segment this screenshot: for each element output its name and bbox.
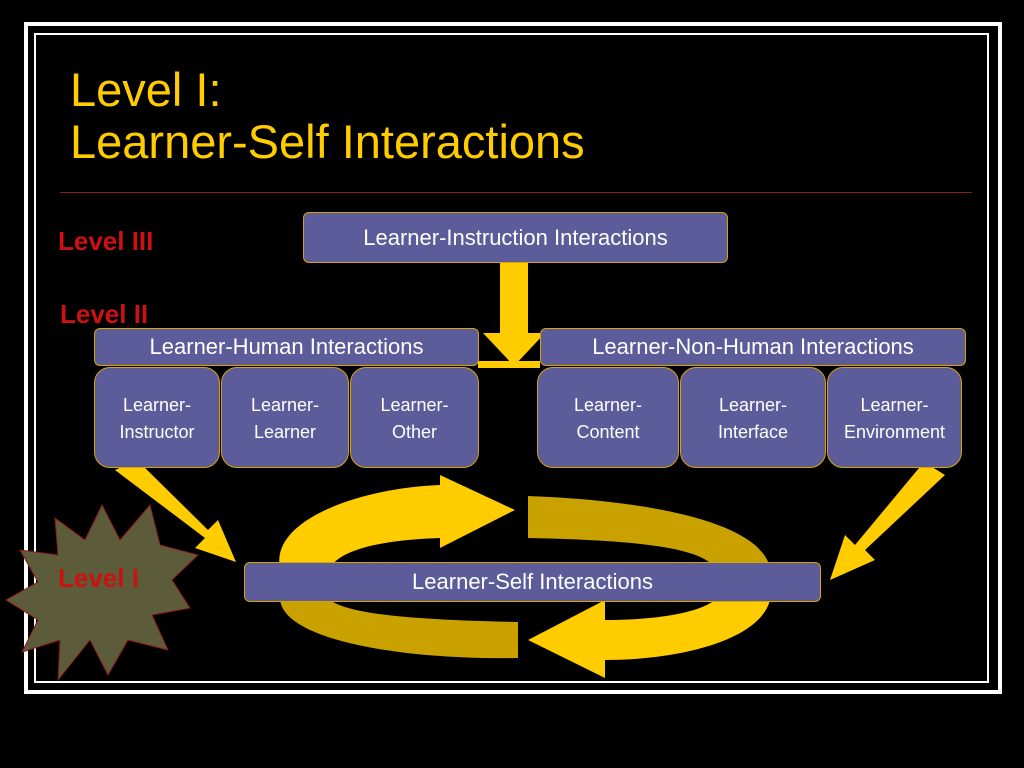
down-arrow [483, 262, 545, 366]
title-line-1: Level I: [70, 63, 222, 116]
non-human-interactions-box: Learner-Non-Human Interactions [540, 328, 966, 366]
level1-starburst [5, 503, 199, 682]
cycle-arrow-top-right [528, 496, 770, 568]
learner-environment-box: Learner- Environment [827, 367, 962, 468]
learner-self-box: Learner-Self Interactions [244, 562, 821, 602]
slide-title: Level I: Learner-Self Interactions [70, 64, 585, 168]
level-1-label: Level I [58, 563, 139, 593]
slide-outer-border [24, 22, 1002, 694]
level-3-label: Level III [58, 226, 154, 256]
instruction-box: Learner-Instruction Interactions [303, 212, 728, 263]
title-line-2: Learner-Self Interactions [70, 115, 585, 168]
slide-inner-border [34, 33, 989, 683]
level-2-label: Level II [60, 299, 149, 329]
learner-other-box: Learner- Other [350, 367, 479, 468]
cycle-arrow-bottom-right [528, 600, 770, 678]
cycle-arrow-top-left [279, 475, 515, 568]
learner-interface-box: Learner- Interface [680, 367, 826, 468]
title-divider [60, 192, 972, 193]
learner-content-box: Learner- Content [537, 367, 679, 468]
learner-instructor-box: Learner- Instructor [94, 367, 220, 468]
diagonal-arrow-left [115, 460, 236, 562]
cycle-arrow-bottom-left [280, 600, 518, 659]
human-interactions-box: Learner-Human Interactions [94, 328, 479, 366]
learner-learner-box: Learner- Learner [221, 367, 349, 468]
diagonal-arrow-right [830, 462, 945, 580]
level2-connector [478, 361, 540, 368]
